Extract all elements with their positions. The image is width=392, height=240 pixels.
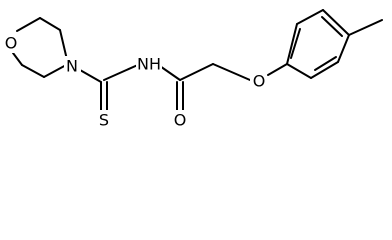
label-mask bbox=[136, 54, 162, 74]
morpholine-ring bbox=[12, 17, 69, 78]
bond bbox=[212, 63, 251, 81]
benzene-ring bbox=[286, 9, 350, 79]
thioamide-nh-label: NH bbox=[137, 55, 161, 74]
bond bbox=[79, 69, 102, 83]
bond bbox=[286, 63, 312, 79]
bond bbox=[322, 9, 350, 36]
bond bbox=[310, 61, 339, 79]
bond bbox=[337, 34, 350, 63]
bond bbox=[16, 17, 41, 32]
bond bbox=[321, 16, 343, 37]
bond bbox=[12, 52, 23, 66]
chemical-structure: O N NH S O O bbox=[3, 9, 383, 130]
carbonyl-oxygen-label: O bbox=[174, 111, 187, 130]
bond bbox=[179, 63, 214, 81]
bond bbox=[267, 63, 288, 76]
bond bbox=[39, 17, 61, 31]
bond bbox=[348, 19, 383, 36]
label-mask bbox=[64, 56, 81, 76]
bond bbox=[290, 28, 301, 59]
thione-sulfur-label: S bbox=[99, 111, 109, 130]
bond bbox=[296, 9, 324, 25]
bond bbox=[103, 63, 141, 81]
label-mask bbox=[250, 71, 267, 91]
ether-oxygen-label: O bbox=[253, 72, 266, 91]
label-mask bbox=[171, 110, 188, 130]
label-mask bbox=[3, 33, 20, 53]
label-mask bbox=[95, 110, 112, 130]
ring-oxygen-label: O bbox=[5, 34, 18, 53]
bond bbox=[286, 23, 298, 65]
morpholine-nitrogen-label: N bbox=[66, 57, 78, 76]
bond bbox=[21, 64, 45, 78]
bond bbox=[314, 56, 337, 71]
